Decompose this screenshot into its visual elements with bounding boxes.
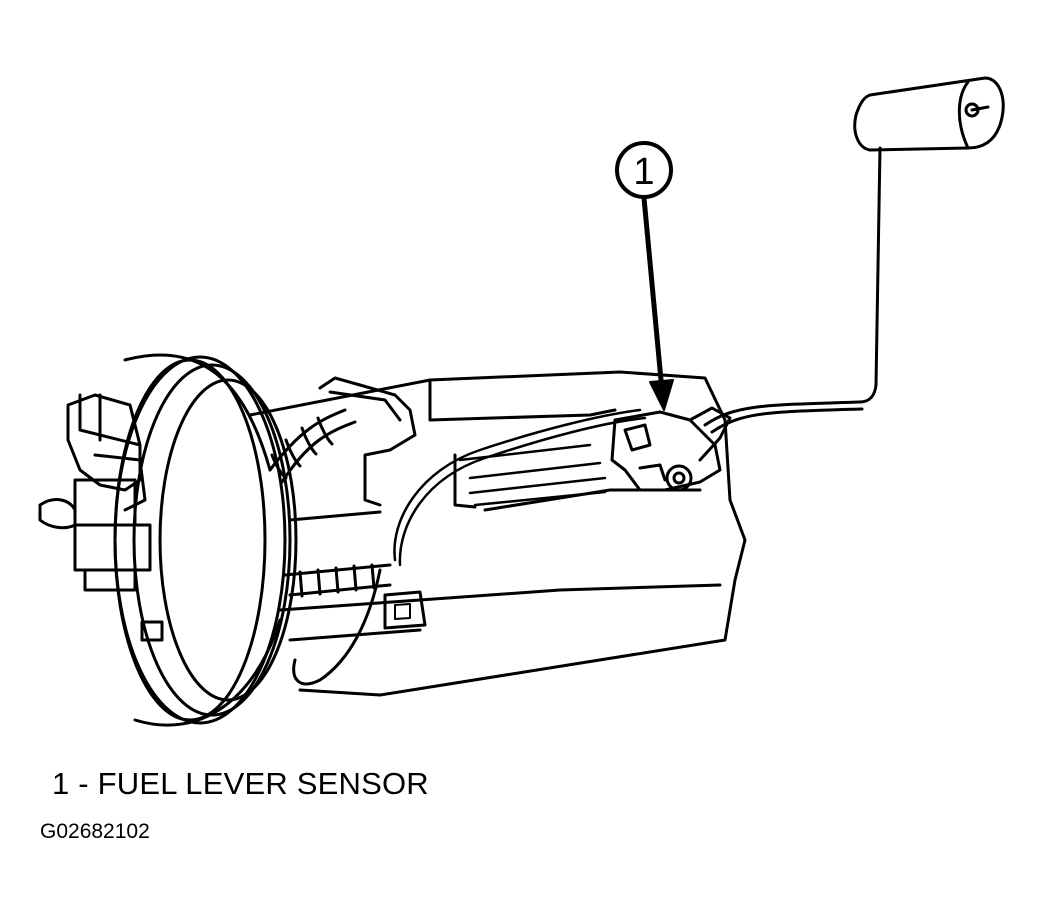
legend-entry-1: 1 - FUEL LEVER SENSOR xyxy=(52,766,429,801)
pump-flange-cap xyxy=(113,353,298,727)
float-arm xyxy=(703,146,882,434)
corrugated-fuel-hose xyxy=(268,408,392,598)
callout-number: 1 xyxy=(633,151,654,193)
fuel-level-sensor xyxy=(610,406,732,492)
pump-reservoir-body xyxy=(248,370,747,697)
mounting-bracket xyxy=(318,376,417,507)
fuel-float xyxy=(853,76,1005,152)
figure-id: G02682102 xyxy=(40,820,150,843)
callout-1 xyxy=(615,141,674,411)
electrical-connector xyxy=(38,393,164,642)
wiring-harness xyxy=(292,408,647,686)
